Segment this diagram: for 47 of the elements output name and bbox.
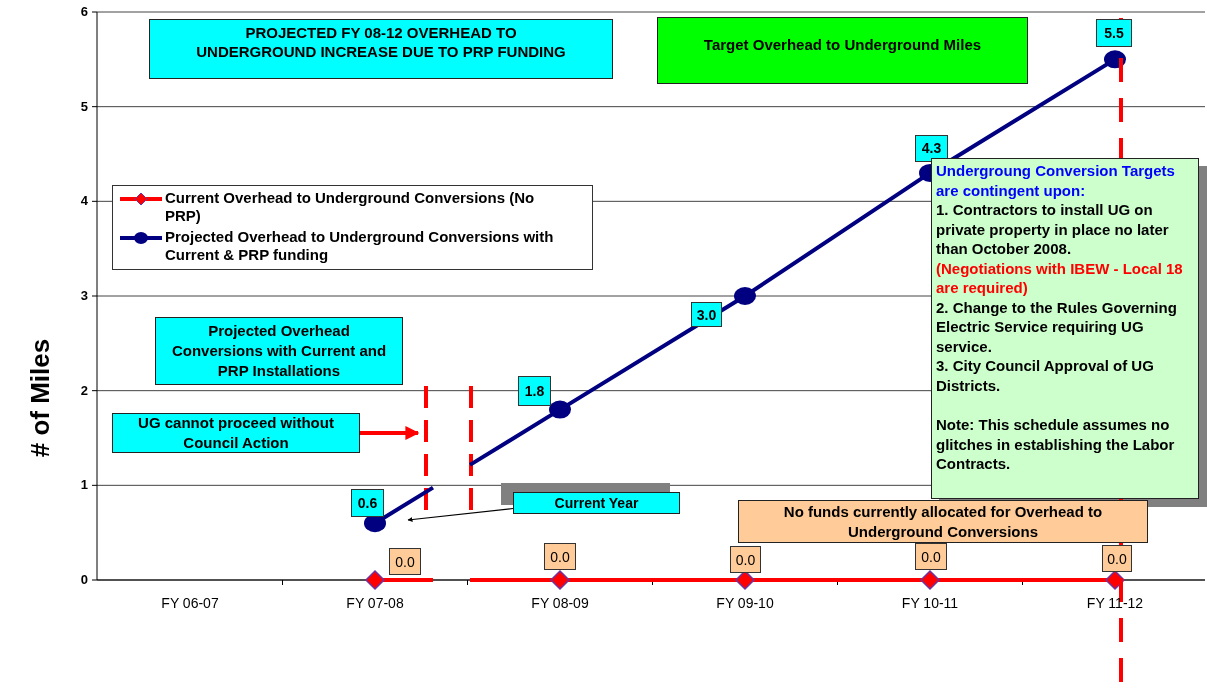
y-tick-label: 5	[79, 99, 88, 113]
legend-text: Current Overhead to Underground Conversions (No PRP)	[165, 189, 536, 225]
data-label: 1.8	[518, 375, 551, 406]
box-text: Projected Overhead Conversions with Current and PRP Installations	[170, 321, 388, 381]
callout-box	[738, 500, 1148, 543]
box-text: Note: This schedule assumes no glitches in establishing the Labor Contracts.	[936, 415, 1176, 474]
box-text: (Negotiations with IBEW - Local 18 are required)	[936, 258, 1184, 298]
callout-box	[513, 492, 680, 514]
note-box	[931, 158, 1199, 499]
arrow	[407, 507, 514, 522]
box-text: 3. City Council Approval of UG Districts.	[936, 356, 1155, 395]
target-box	[657, 17, 1028, 84]
data-label: 0.0	[1102, 545, 1132, 572]
x-tick-label: FY 09-10	[715, 596, 775, 610]
x-tick-label: FY 11-12	[1085, 596, 1145, 610]
x-tick-label: FY 10-11	[900, 596, 960, 610]
x-tick-label: FY 08-09	[530, 596, 590, 610]
legend-text: Projected Overhead to Underground Conversions with Current & PRP funding	[165, 228, 555, 264]
box-text: Undergroung Conversion Targets are contingent upon:	[936, 161, 1176, 200]
arrow	[360, 426, 420, 440]
y-tick-label: 0	[79, 573, 88, 586]
box-text: 1. Contractors to install UG on private property in place no later than October 2008.	[936, 200, 1170, 259]
box-text: Current Year	[554, 493, 639, 513]
callout-box	[155, 317, 403, 385]
x-tick-label: FY 06-07	[160, 596, 220, 610]
y-axis-title: # of Miles	[27, 338, 53, 458]
y-tick-label: 1	[79, 478, 88, 492]
y-tick-label: 2	[79, 383, 88, 397]
data-label: 4.3	[915, 134, 948, 162]
y-tick-label: 3	[79, 289, 88, 302]
y-tick-label: 6	[79, 5, 88, 18]
data-label: 0.0	[389, 548, 421, 575]
data-label: 3.0	[691, 302, 722, 327]
title-box	[149, 19, 613, 79]
y-tick-label: 4	[79, 194, 88, 208]
box-text: UG cannot proceed without Council Action	[137, 413, 335, 453]
data-label: 0.0	[915, 543, 947, 570]
data-label: 0.0	[730, 546, 761, 573]
callout-box	[112, 413, 360, 453]
box-text: Target Overhead to Underground Miles	[703, 35, 982, 55]
data-label: 5.5	[1096, 19, 1132, 48]
data-label: 0.6	[351, 489, 384, 518]
box-text: No funds currently allocated for Overhead to Underground Conversions	[782, 501, 1104, 542]
data-label: 0.0	[544, 543, 576, 570]
box-text: 2. Change to the Rules Governing Electric Service requiring UG service.	[936, 297, 1178, 356]
box-text: PROJECTED FY 08-12 OVERHEAD TO UNDERGROUND INCREASE DUE TO PRP FUNDING	[195, 23, 567, 61]
x-tick-label: FY 07-08	[345, 596, 405, 610]
